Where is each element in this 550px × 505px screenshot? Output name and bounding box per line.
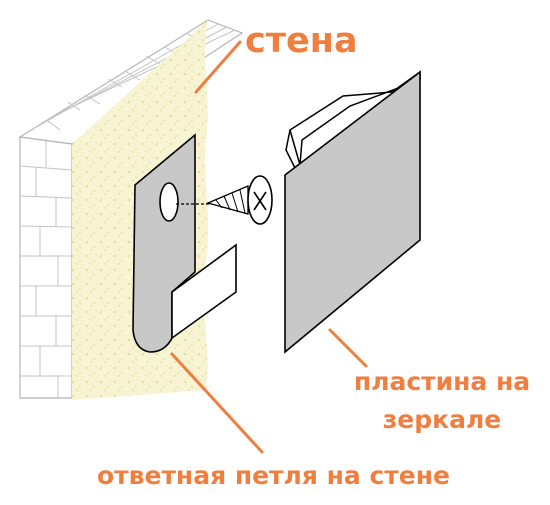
plate-callout-line	[328, 328, 368, 368]
loop-callout-line	[170, 352, 264, 454]
screw-icon	[176, 175, 273, 225]
plate-label-line1: пластина на	[353, 367, 531, 396]
callout-lines	[170, 40, 368, 454]
loop-label: ответная петля на стене	[97, 461, 450, 490]
screw-hole-icon	[159, 182, 179, 222]
wall-label: стена	[245, 21, 358, 61]
wall-loop-bracket	[132, 133, 237, 353]
plate-label: пластина на зеркале	[342, 363, 542, 439]
wall-callout-line	[194, 40, 242, 94]
mirror-plate	[284, 70, 421, 354]
plate-label-line2: зеркале	[382, 405, 502, 434]
